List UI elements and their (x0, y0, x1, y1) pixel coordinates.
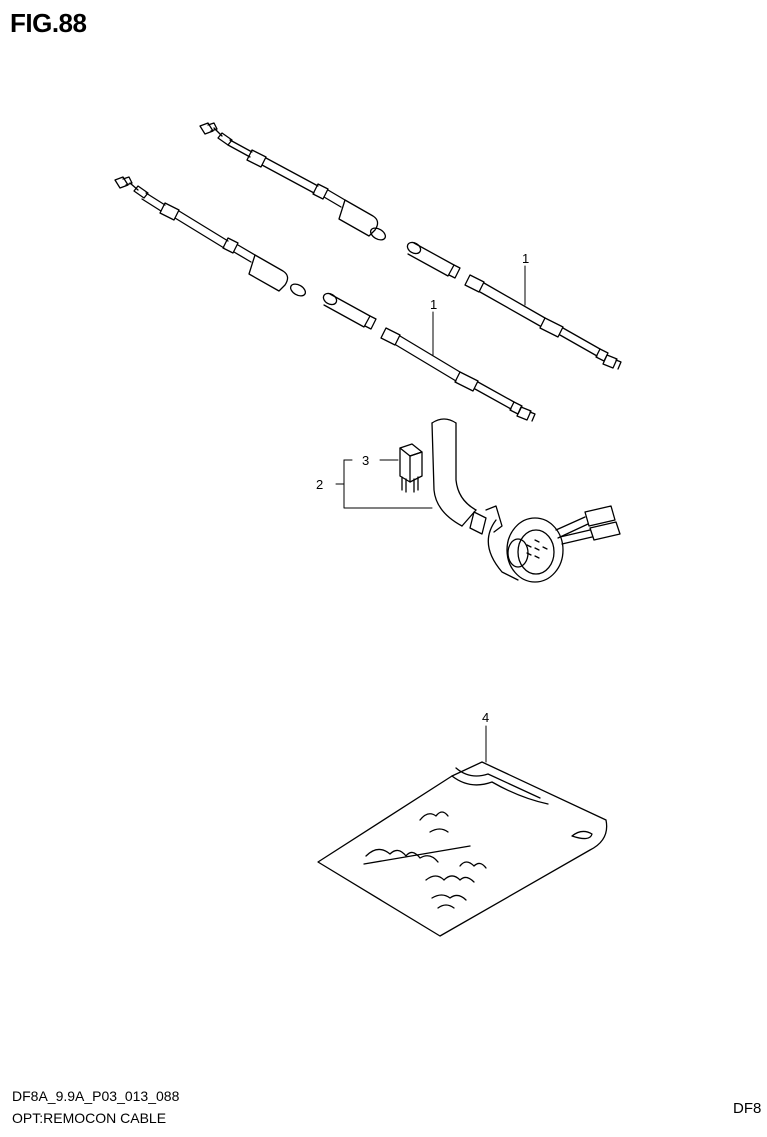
callout-4: 4 (482, 710, 489, 725)
figure-title: FIG.88 (10, 8, 87, 38)
diagram-code: DF8A_9.9A_P03_013_088 (12, 1088, 180, 1104)
footer-right-label: DF8 (733, 1100, 762, 1117)
callout-2: 2 (316, 477, 323, 492)
remocon-cable-lower (114, 176, 536, 422)
remocon-cable-upper (199, 122, 622, 370)
diagram-description: OPT:REMOCON CABLE (12, 1110, 167, 1126)
callout-3: 3 (362, 453, 369, 468)
wiring-harness (431, 418, 621, 583)
callout-1a: 1 (522, 251, 529, 266)
parts-diagram: 1 1 2 3 4 (114, 122, 622, 937)
fuse (399, 443, 423, 493)
parts-bag (317, 761, 608, 937)
callout-1b: 1 (430, 297, 437, 312)
leader-lines (335, 265, 526, 763)
